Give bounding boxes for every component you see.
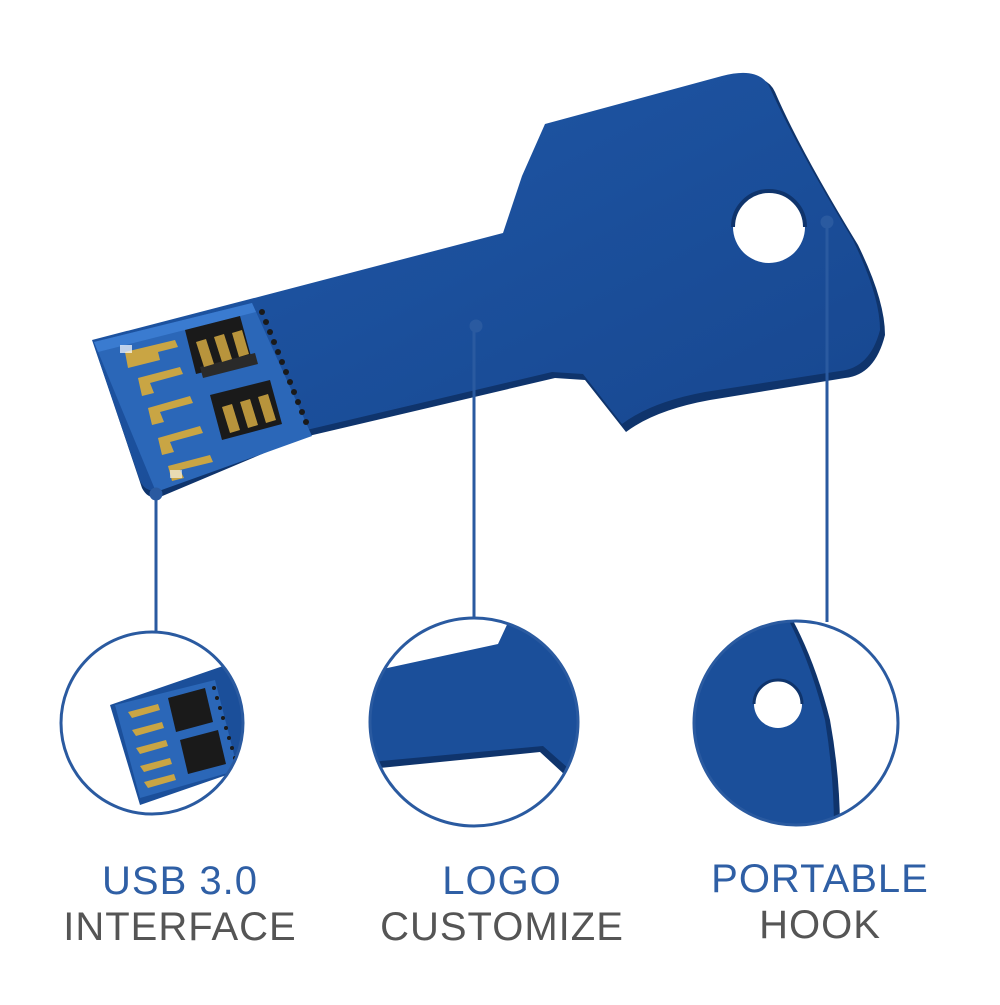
caption-subtitle: INTERFACE [63, 905, 297, 949]
callout-dot-logo [469, 319, 483, 333]
callout-dot-hook [820, 215, 834, 229]
caption-title: PORTABLE [711, 857, 929, 901]
caption-portable-hook: PORTABLE HOOK [670, 856, 970, 948]
usb-connector [94, 303, 312, 492]
key-hole-rim [731, 189, 807, 228]
caption-title: LOGO [442, 859, 562, 903]
callout-lines [149, 215, 834, 632]
caption-subtitle: CUSTOMIZE [380, 905, 624, 949]
detail-circle-hook [692, 619, 900, 827]
caption-subtitle: HOOK [759, 903, 881, 947]
caption-title: USB 3.0 [102, 859, 258, 903]
detail-circle-usb [59, 630, 245, 816]
usb-key [92, 72, 885, 498]
callout-dot-usb [149, 487, 163, 501]
detail-circle-logo [368, 616, 580, 828]
caption-logo-customize: LOGO CUSTOMIZE [352, 858, 652, 950]
caption-usb-interface: USB 3.0 INTERFACE [30, 858, 330, 950]
key-hole [733, 191, 805, 263]
